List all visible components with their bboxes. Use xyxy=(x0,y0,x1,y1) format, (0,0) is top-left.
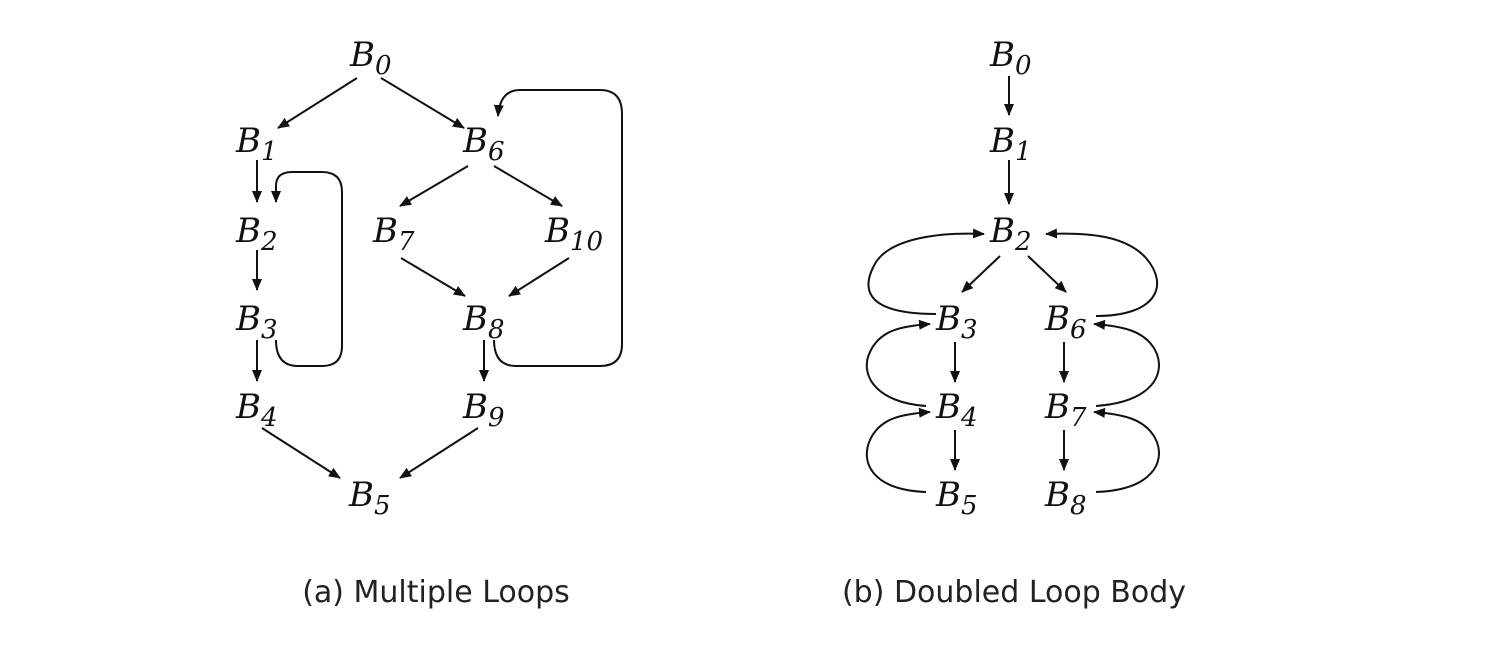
edges-layer xyxy=(252,76,1160,493)
node-a7: B7 xyxy=(372,211,415,257)
caption-multiple-loops: (a) Multiple Loops xyxy=(302,575,570,610)
diagram-multiple-loops: (a) Multiple Loops xyxy=(302,575,570,610)
node-a10: B10 xyxy=(544,211,603,257)
node-a5: B5 xyxy=(348,475,391,521)
edge-b4-b3 xyxy=(865,319,931,407)
node-b0: B0 xyxy=(989,35,1032,81)
edge-b3-b2 xyxy=(867,228,985,315)
edge-b2-b6 xyxy=(1027,255,1067,293)
edge-a9-a5 xyxy=(399,427,479,479)
node-b2: B2 xyxy=(989,211,1032,257)
edge-b6-b2 xyxy=(1045,228,1159,317)
edge-b7-b6 xyxy=(1093,319,1160,407)
edge-a7-a8 xyxy=(400,257,466,297)
node-b5: B5 xyxy=(935,475,978,521)
edge-a6-a10 xyxy=(493,165,563,207)
node-a8: B8 xyxy=(462,299,505,345)
node-a0: B0 xyxy=(349,35,392,81)
node-b6: B6 xyxy=(1044,299,1087,345)
edge-b8-b7 xyxy=(1093,407,1160,493)
node-a9: B9 xyxy=(462,387,505,433)
node-a3: B3 xyxy=(235,299,278,345)
edge-a8-a6 xyxy=(493,89,623,367)
edge-a10-a8 xyxy=(508,257,570,297)
node-a6: B6 xyxy=(462,121,505,167)
node-b4: B4 xyxy=(935,387,978,433)
edge-a0-a6 xyxy=(380,77,465,129)
caption-doubled-loop-body: (b) Doubled Loop Body xyxy=(842,575,1186,610)
edge-b5-b4 xyxy=(865,407,931,493)
edge-a3-a2 xyxy=(271,171,343,367)
edge-b2-b3 xyxy=(961,255,1001,293)
nodes-layer: B0B1B2B3B4B5B6B7B8B9B10B0B1B2B3B4B5B6B7B… xyxy=(235,35,1087,521)
edge-a6-a7 xyxy=(399,165,469,207)
node-a4: B4 xyxy=(235,387,278,433)
node-a1: B1 xyxy=(235,121,278,167)
node-b1: B1 xyxy=(989,121,1032,167)
node-b7: B7 xyxy=(1044,387,1087,433)
edge-a4-a5 xyxy=(261,427,341,479)
node-a2: B2 xyxy=(235,211,278,257)
diagram-doubled-loop-body: (b) Doubled Loop Body xyxy=(842,575,1186,610)
edge-a0-a1 xyxy=(277,77,358,129)
node-b3: B3 xyxy=(935,299,978,345)
node-b8: B8 xyxy=(1044,475,1087,521)
